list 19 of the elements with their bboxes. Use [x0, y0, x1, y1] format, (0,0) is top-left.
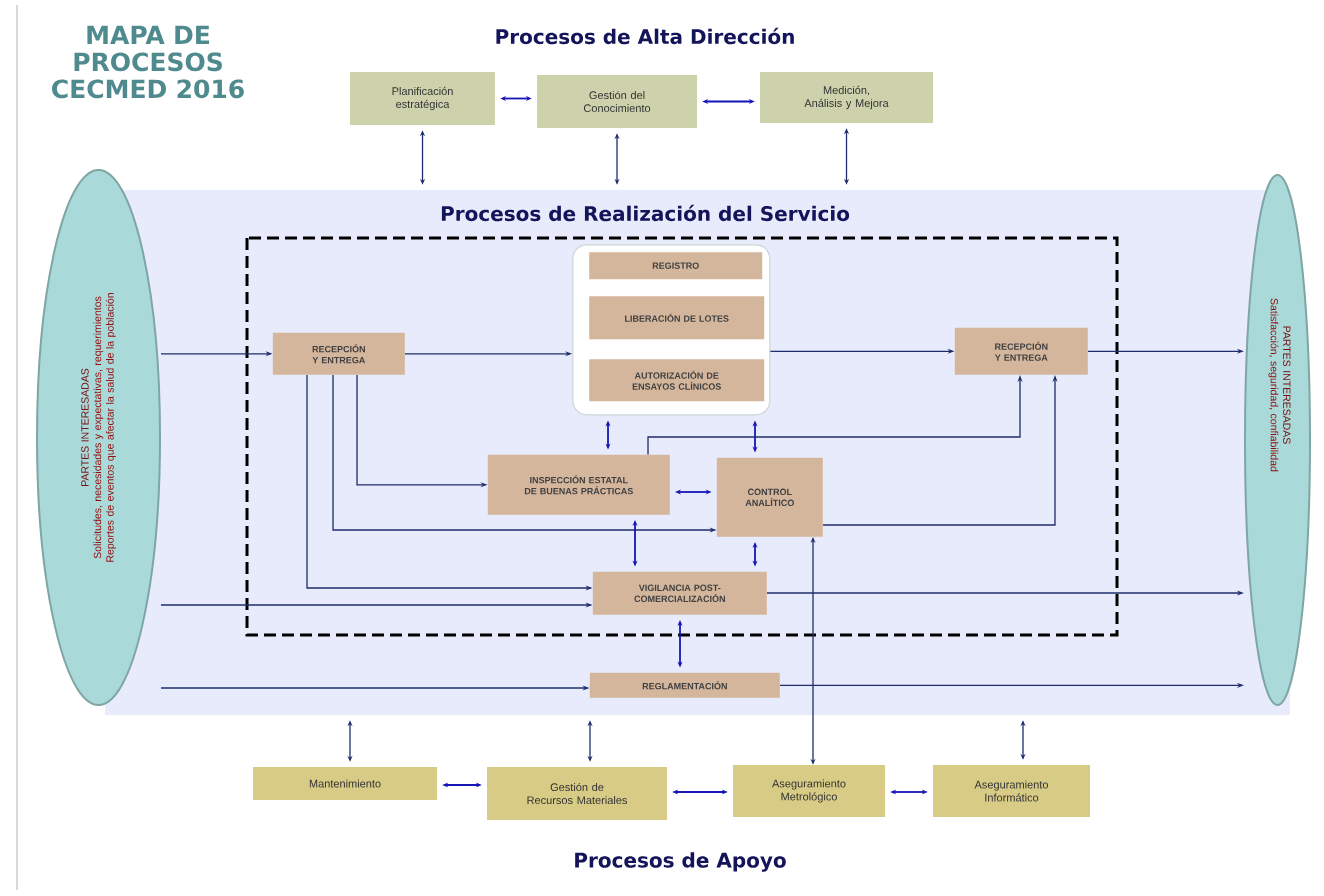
process-box: AUTORIZACIÓN DE ENSAYOS CLÍNICOS — [589, 359, 765, 402]
process-box: Planificación estratégica — [350, 72, 495, 125]
process-box: RECEPCIÓN Y ENTREGA — [954, 327, 1088, 375]
process-box: INSPECCIÓN ESTATAL DE BUENAS PRÁCTICAS — [487, 454, 670, 515]
process-box: REGISTRO — [589, 252, 763, 280]
process-box: Mantenimiento — [253, 767, 437, 800]
process-box: Gestión de Recursos Materiales — [487, 767, 667, 820]
title: MAPA DE PROCESOS CECMED 2016 — [52, 25, 244, 99]
process-box: Aseguramiento Metrológico — [733, 765, 885, 817]
process-box: Aseguramiento Informático — [933, 765, 1090, 817]
section-heading: Procesos de Apoyo — [575, 852, 786, 872]
section-heading: Procesos de Alta Dirección — [496, 27, 794, 45]
process-box: RECEPCIÓN Y ENTREGA — [272, 332, 405, 375]
process-box: LIBERACIÓN DE LOTES — [589, 296, 765, 340]
process-box: VIGILANCIA POST-COMERCIALIZACIÓN — [592, 571, 767, 615]
process-box: CONTROL ANALÍTICO — [716, 457, 823, 537]
process-box: Medición, Análisis y Mejora — [760, 72, 933, 123]
process-box: Gestión del Conocimiento — [537, 75, 697, 128]
process-box: REGLAMENTACIÓN — [589, 672, 780, 698]
